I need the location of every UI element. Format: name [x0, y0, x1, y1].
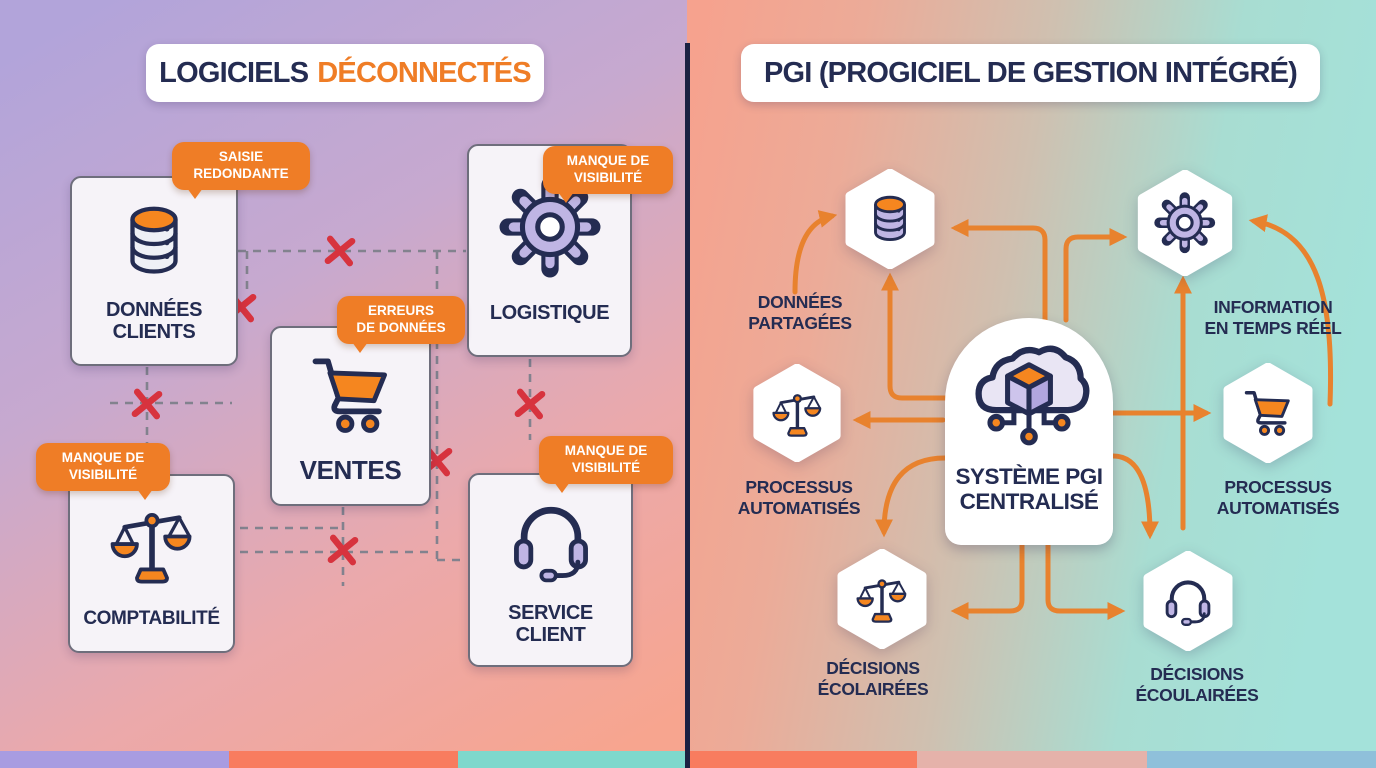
- bottom-strip-segment: [229, 751, 458, 768]
- callout-manque-visibilite-service: MANQUE DE VISIBILITÉ: [539, 436, 673, 493]
- callout-manque-visibilite-comptabilite: MANQUE DE VISIBILITÉ: [36, 443, 170, 500]
- database-icon: [861, 190, 919, 248]
- callout-erreurs-donnees: ERREURS DE DONNÉES: [337, 296, 465, 353]
- scales-icon: [769, 385, 826, 442]
- module-label: SERVICE CLIENT: [508, 601, 593, 647]
- node-label-information: INFORMATION EN TEMPS RÉEL: [1204, 297, 1342, 338]
- hex-node-decisions-gauche: [832, 549, 932, 649]
- hub-label: SYSTÈME PGI CENTRALISÉ: [955, 464, 1103, 515]
- shopping-cart-icon: [303, 347, 399, 443]
- bottom-strip-segment: [917, 751, 1147, 768]
- module-comptabilite: COMPTABILITÉ: [68, 474, 235, 653]
- headset-icon: [503, 493, 599, 589]
- node-label-processus-droite: PROCESSUS AUTOMATISÉS: [1216, 477, 1340, 518]
- callout-manque-visibilite-logistique: MANQUE DE VISIBILITÉ: [543, 146, 673, 203]
- hub-systeme-pgi: SYSTÈME PGI CENTRALISÉ: [945, 318, 1113, 545]
- module-donnees-clients: DONNÉES CLIENTS: [70, 176, 238, 366]
- hex-node-processus-gauche: [748, 364, 846, 462]
- node-label-donnees-partagees: DONNÉES PARTAGÉES: [748, 292, 852, 333]
- hex-node-decisions-droite: [1138, 551, 1238, 651]
- module-label: COMPTABILITÉ: [83, 607, 220, 629]
- right-panel-title: PGI (PROGICIEL DE GESTION INTÉGRÉ): [741, 44, 1320, 102]
- bottom-strip-segment: [687, 751, 917, 768]
- shopping-cart-icon: [1239, 384, 1297, 442]
- bottom-strip-segment: [1147, 751, 1376, 768]
- bottom-strip-segment: [0, 751, 229, 768]
- module-ventes: VENTES: [270, 326, 431, 506]
- module-label: VENTES: [299, 454, 402, 485]
- module-service-client: SERVICE CLIENT: [468, 473, 633, 667]
- node-label-processus-gauche: PROCESSUS AUTOMATISÉS: [737, 477, 861, 518]
- flow-arrows: [792, 210, 1334, 620]
- hex-node-donnees-partagees: [840, 169, 940, 269]
- gear-icon: [1154, 192, 1215, 253]
- scales-icon: [853, 570, 911, 628]
- module-label: LOGISTIQUE: [489, 302, 610, 325]
- left-title-part2: DÉCONNECTÉS: [317, 56, 531, 89]
- center-divider: [685, 43, 690, 768]
- right-title-text: PGI (PROGICIEL DE GESTION INTÉGRÉ): [764, 56, 1298, 89]
- node-label-decisions-gauche: DÉCISIONS ÉCOLAIRÉES: [817, 658, 929, 699]
- bottom-strip-segment: [458, 751, 687, 768]
- cloud-cube-icon: [966, 332, 1092, 458]
- scales-icon: [105, 498, 199, 592]
- callout-saisie-redondante: SAISIE REDONDANTE: [172, 142, 310, 199]
- left-title-part1: LOGICIELS: [159, 56, 309, 89]
- module-label: DONNÉES CLIENTS: [105, 298, 203, 344]
- headset-icon: [1159, 572, 1217, 630]
- hex-node-information: [1132, 170, 1238, 276]
- hex-node-processus-droite: [1218, 363, 1318, 463]
- node-label-decisions-droite: DÉCISIONS ÉCOULAIRÉES: [1135, 664, 1259, 705]
- left-panel-title: LOGICIELS DÉCONNECTÉS: [146, 44, 544, 102]
- database-icon: [111, 198, 197, 284]
